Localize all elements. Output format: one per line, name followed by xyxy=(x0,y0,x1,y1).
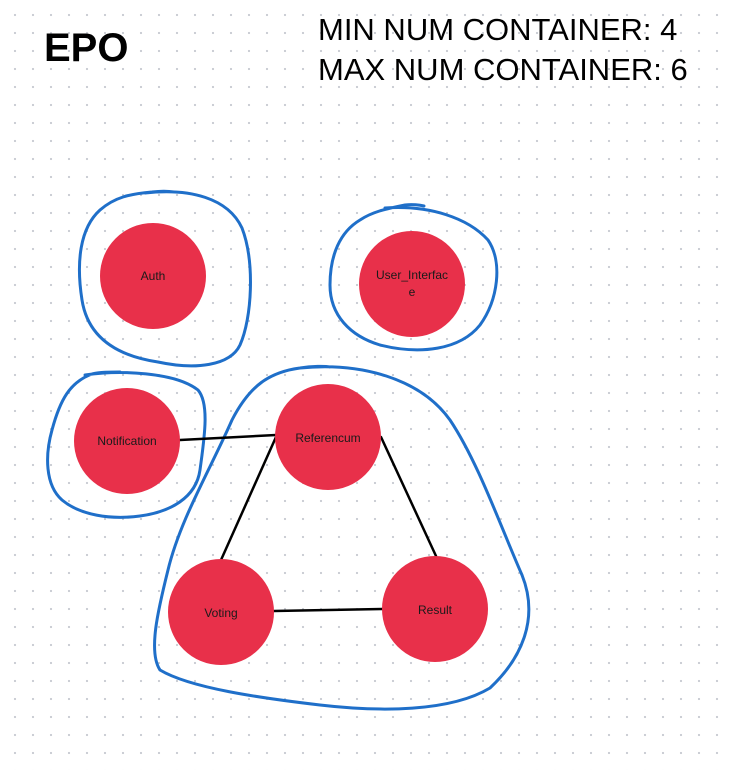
result-label: Result xyxy=(418,603,453,617)
voting-node xyxy=(168,559,274,665)
edge-notification-referendum xyxy=(178,433,278,442)
auth-node xyxy=(100,223,206,329)
max-container-label: MAX NUM CONTAINER: 6 xyxy=(318,52,688,87)
user-interface-node xyxy=(359,231,465,337)
core-services-group-outline xyxy=(153,364,531,711)
notification-group-outline xyxy=(46,370,207,519)
voting-label: Voting xyxy=(204,606,237,620)
notification-node xyxy=(74,388,180,494)
user-interface-group-outline xyxy=(328,203,499,352)
diagram-title: EPO xyxy=(44,26,129,70)
notification-label: Notification xyxy=(97,434,156,448)
edge-referendum-voting xyxy=(219,435,278,562)
auth-group-outline xyxy=(77,189,252,368)
user-interface-label-line1: User_Interfac xyxy=(376,268,448,282)
edge-voting-result xyxy=(272,607,385,613)
result-node xyxy=(382,556,488,662)
container-limits: MIN NUM CONTAINER: 4 MAX NUM CONTAINER: … xyxy=(318,10,688,90)
referendum-node xyxy=(275,384,381,490)
referendum-label: Referencum xyxy=(295,431,360,445)
edge-referendum-result xyxy=(379,435,438,558)
user-interface-label-line2: e xyxy=(409,285,416,299)
min-container-label: MIN NUM CONTAINER: 4 xyxy=(318,12,678,47)
auth-label: Auth xyxy=(141,269,166,283)
